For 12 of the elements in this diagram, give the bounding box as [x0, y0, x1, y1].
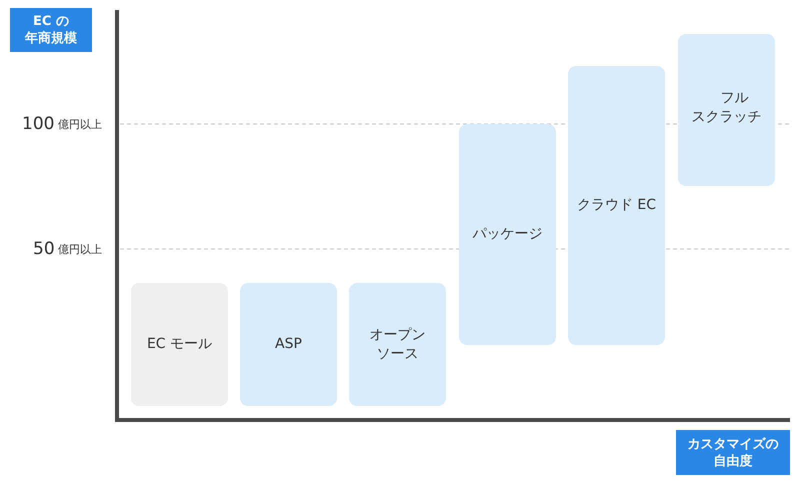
- category-box: パッケージ: [459, 124, 556, 345]
- category-box: ASP: [240, 283, 337, 406]
- axis-title: EC の年商規模: [10, 8, 92, 52]
- category-box: フルスクラッチ: [678, 34, 775, 186]
- tick-unit: 億円以上: [58, 117, 102, 132]
- tick-unit: 億円以上: [58, 242, 102, 257]
- category-box: オープンソース: [349, 283, 446, 406]
- axis-title: カスタマイズの自由度: [676, 430, 790, 475]
- tick-label: 100: [22, 114, 54, 134]
- category-box: クラウド EC: [568, 66, 665, 345]
- tick-label: 50: [33, 239, 55, 259]
- category-box: EC モール: [131, 283, 228, 406]
